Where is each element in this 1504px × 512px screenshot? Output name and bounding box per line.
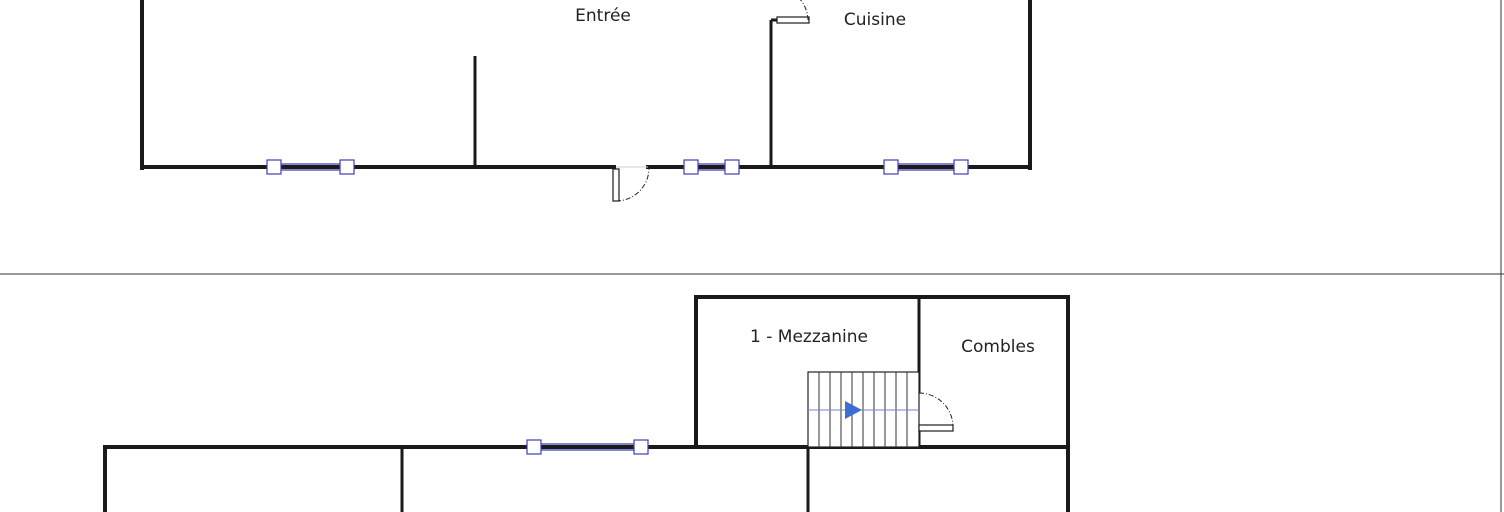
window-left: [266, 159, 355, 175]
staircase: [807, 371, 920, 448]
room-label-entree: Entrée: [575, 6, 631, 26]
door-combles: [918, 392, 954, 432]
room-label-mezzanine: 1 - Mezzanine: [750, 327, 868, 347]
room-label-combles: Combles: [961, 337, 1035, 357]
window-upper: [526, 439, 649, 455]
window-right: [883, 159, 969, 175]
window-center: [683, 159, 740, 175]
door-cuisine: [776, 0, 810, 24]
upper-floor-plan: 1 - Mezzanine Combles: [103, 295, 1070, 512]
room-label-cuisine: Cuisine: [844, 10, 906, 30]
ground-floor-plan: Entrée Cuisine: [140, 0, 1032, 202]
stair-direction-arrow: [845, 401, 862, 419]
door-entrance: [612, 166, 650, 202]
